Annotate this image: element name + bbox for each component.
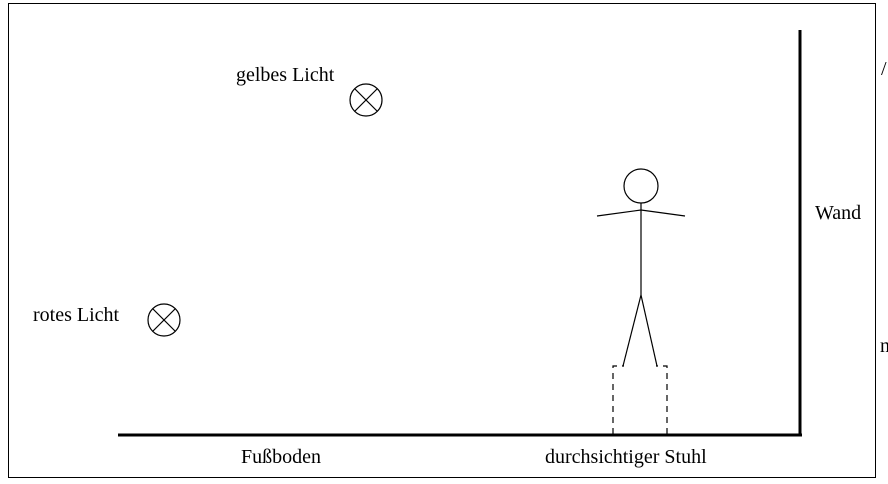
figure-head	[623, 168, 659, 204]
stick-figure	[596, 168, 686, 367]
clipped-glyph-bottom: n	[880, 335, 888, 357]
red-light-icon	[147, 303, 181, 337]
figure-right-leg	[640, 294, 658, 367]
clipped-glyph-top: /	[881, 58, 887, 80]
figure-arms	[596, 209, 686, 217]
wall-label: Wand	[815, 202, 861, 224]
red-light-label: rotes Licht	[33, 304, 120, 326]
transparent-chair	[612, 365, 668, 434]
yellow-light-label: gelbes Licht	[236, 64, 335, 86]
yellow-light-icon	[349, 83, 383, 117]
floor-label: Fußboden	[241, 446, 321, 468]
chair-label: durchsichtiger Stuhl	[545, 446, 707, 468]
figure-left-leg	[622, 294, 642, 367]
figure-frame	[8, 3, 876, 478]
